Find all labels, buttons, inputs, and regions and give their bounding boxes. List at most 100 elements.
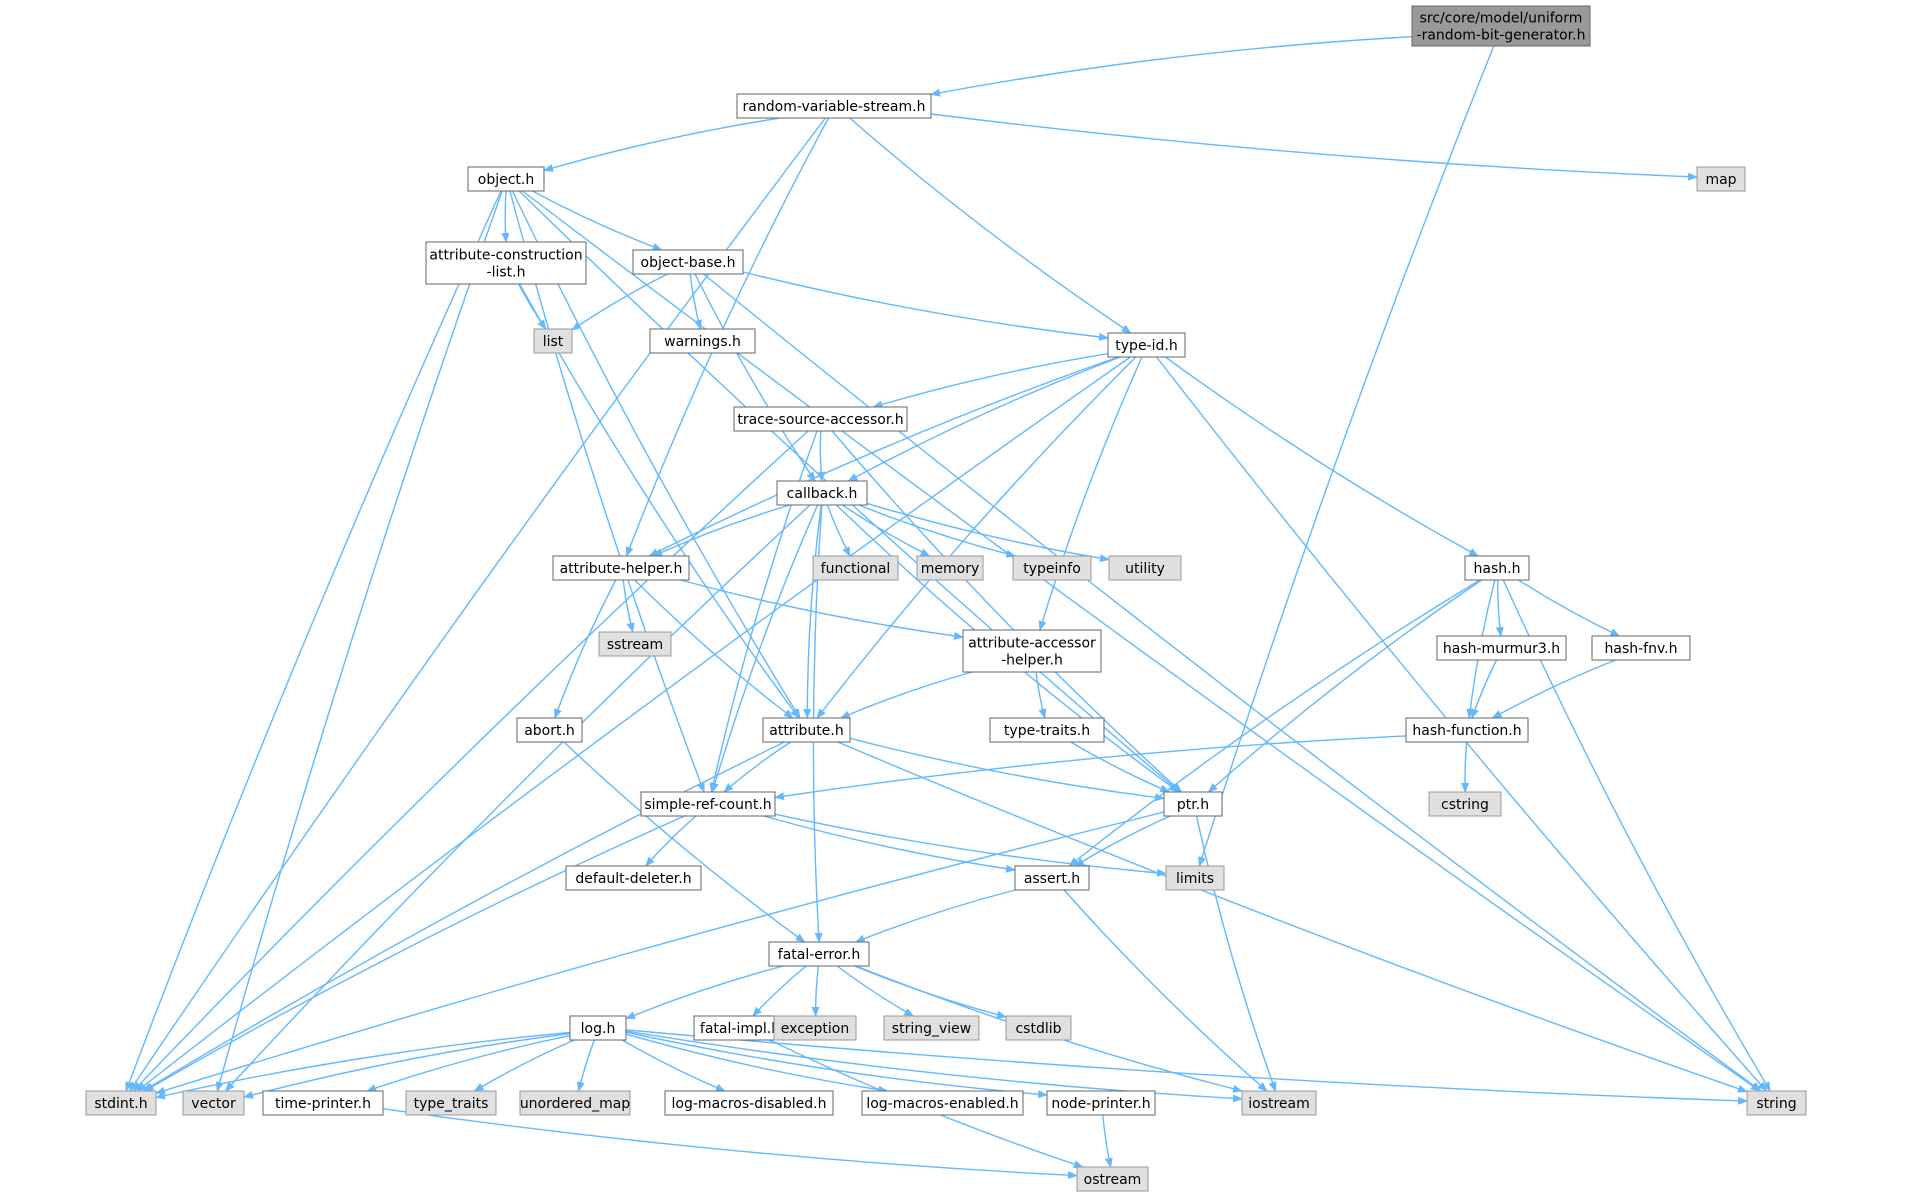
node-utility[interactable]: utility — [1108, 555, 1182, 581]
node-label-sstream-0: sstream — [607, 637, 663, 653]
edge-hash-to-murmur — [1495, 579, 1504, 637]
node-murmur[interactable]: hash-murmur3.h — [1436, 635, 1567, 661]
node-box-iostream — [1241, 1090, 1317, 1116]
node-label-murmur-0: hash-murmur3.h — [1443, 641, 1560, 657]
node-ostream[interactable]: ostream — [1076, 1166, 1149, 1192]
edge-callback-to-ahelper — [652, 504, 791, 557]
node-box-type_traits — [405, 1090, 497, 1116]
node-box-nodeprinter — [1046, 1090, 1156, 1116]
node-box-callback — [776, 480, 868, 506]
node-label-functional-0: functional — [821, 561, 891, 577]
node-box-limits — [1165, 865, 1225, 891]
edge-object-to-acl — [501, 190, 510, 243]
node-label-assert-0: assert.h — [1024, 871, 1080, 887]
node-box-attribute — [762, 717, 851, 743]
node-label-cstring-0: cstring — [1441, 797, 1489, 813]
node-ptr[interactable]: ptr.h — [1163, 791, 1223, 817]
node-vector[interactable]: vector — [182, 1090, 245, 1116]
node-hashfn[interactable]: hash-function.h — [1405, 717, 1529, 743]
node-label-aah-1: -helper.h — [1001, 653, 1063, 669]
node-label-utility-0: utility — [1125, 561, 1165, 577]
node-typeinfo[interactable]: typeinfo — [1012, 555, 1092, 581]
node-box-utility — [1108, 555, 1182, 581]
node-box-timeprinter — [262, 1090, 384, 1116]
node-box-string — [1746, 1090, 1807, 1116]
node-lmd[interactable]: log-macros-disabled.h — [664, 1090, 834, 1116]
node-list[interactable]: list — [533, 328, 573, 354]
node-stringview[interactable]: string_view — [883, 1015, 980, 1041]
node-warnings[interactable]: warnings.h — [649, 328, 756, 354]
node-box-tsa — [733, 406, 908, 432]
edge-nodeprinter-to-ostream — [1102, 1114, 1113, 1168]
node-defdel[interactable]: default-deleter.h — [565, 865, 702, 891]
node-iostream[interactable]: iostream — [1241, 1090, 1317, 1116]
node-tsa[interactable]: trace-source-accessor.h — [733, 406, 908, 432]
edge-rvs-to-typeid — [849, 117, 1132, 334]
edge-objbase-to-list — [571, 273, 668, 331]
node-typetraitsh[interactable]: type-traits.h — [989, 717, 1105, 743]
node-limits[interactable]: limits — [1165, 865, 1225, 891]
node-sstream[interactable]: sstream — [598, 631, 672, 657]
node-unordered_map[interactable]: unordered_map — [519, 1090, 631, 1116]
node-memory[interactable]: memory — [916, 555, 984, 581]
node-typeid[interactable]: type-id.h — [1107, 332, 1186, 358]
edge-aah-to-typetraitsh — [1035, 671, 1047, 719]
edge-tsa-to-ptr — [831, 430, 1183, 793]
node-fatal[interactable]: fatal-error.h — [768, 941, 870, 967]
node-box-cstring — [1428, 791, 1502, 817]
node-cstring[interactable]: cstring — [1428, 791, 1502, 817]
edge-objbase-to-callback — [694, 273, 816, 482]
node-cstdlib[interactable]: cstdlib — [1005, 1015, 1072, 1041]
node-lme[interactable]: log-macros-enabled.h — [861, 1090, 1024, 1116]
node-box-lme — [861, 1090, 1024, 1116]
node-fatalimpl[interactable]: fatal-impl.h — [693, 1015, 787, 1041]
node-label-ostream-0: ostream — [1084, 1172, 1142, 1188]
edge-typeid-to-callback — [847, 356, 1121, 482]
node-abort[interactable]: abort.h — [516, 717, 583, 743]
edge-object-to-stdint — [125, 190, 502, 1092]
node-map[interactable]: map — [1696, 166, 1746, 192]
node-box-typeid — [1107, 332, 1186, 358]
edge-callback-to-vector — [224, 504, 811, 1092]
edge-fatal-to-exception — [811, 965, 820, 1017]
node-box-vector — [182, 1090, 245, 1116]
node-label-src-0: simple-ref-count.h — [644, 797, 771, 813]
node-box-object — [467, 166, 545, 192]
node-acl[interactable]: attribute-construction-list.h — [425, 241, 587, 285]
node-log[interactable]: log.h — [569, 1015, 627, 1041]
node-type_traits[interactable]: type_traits — [405, 1090, 497, 1116]
node-label-lmd-0: log-macros-disabled.h — [672, 1096, 827, 1112]
edge-log-to-type_traits — [473, 1039, 575, 1092]
node-objbase[interactable]: object-base.h — [632, 249, 744, 275]
node-string[interactable]: string — [1746, 1090, 1807, 1116]
node-assert[interactable]: assert.h — [1014, 865, 1090, 891]
node-stdint[interactable]: stdint.h — [85, 1090, 157, 1116]
edge-hash-to-ptr — [1207, 579, 1482, 793]
node-src[interactable]: simple-ref-count.h — [640, 791, 776, 817]
node-exception[interactable]: exception — [773, 1015, 857, 1041]
edge-rvs-to-map — [930, 113, 1698, 181]
node-label-fatal-0: fatal-error.h — [778, 947, 860, 963]
node-hash[interactable]: hash.h — [1464, 555, 1530, 581]
node-nodeprinter[interactable]: node-printer.h — [1046, 1090, 1156, 1116]
node-functional[interactable]: functional — [812, 555, 899, 581]
node-label-iostream-0: iostream — [1248, 1096, 1310, 1112]
node-ahelper[interactable]: attribute-helper.h — [552, 555, 690, 581]
node-attribute[interactable]: attribute.h — [762, 717, 851, 743]
node-box-list — [533, 328, 573, 354]
edge-typeid-to-tsa — [872, 353, 1109, 409]
edge-callback-to-utility — [866, 502, 1110, 563]
node-rvs[interactable]: random-variable-stream.h — [736, 93, 932, 119]
node-box-ahelper — [552, 555, 690, 581]
node-timeprinter[interactable]: time-printer.h — [262, 1090, 384, 1116]
node-callback[interactable]: callback.h — [776, 480, 868, 506]
node-root[interactable]: src/core/model/uniform-random-bit-genera… — [1411, 5, 1591, 47]
edge-root-to-rvs — [930, 36, 1413, 97]
node-fnv[interactable]: hash-fnv.h — [1591, 635, 1691, 661]
node-box-memory — [916, 555, 984, 581]
node-box-stdint — [85, 1090, 157, 1116]
node-aah[interactable]: attribute-accessor-helper.h — [962, 629, 1102, 673]
edge-attribute-to-src — [723, 741, 791, 793]
node-object[interactable]: object.h — [467, 166, 545, 192]
